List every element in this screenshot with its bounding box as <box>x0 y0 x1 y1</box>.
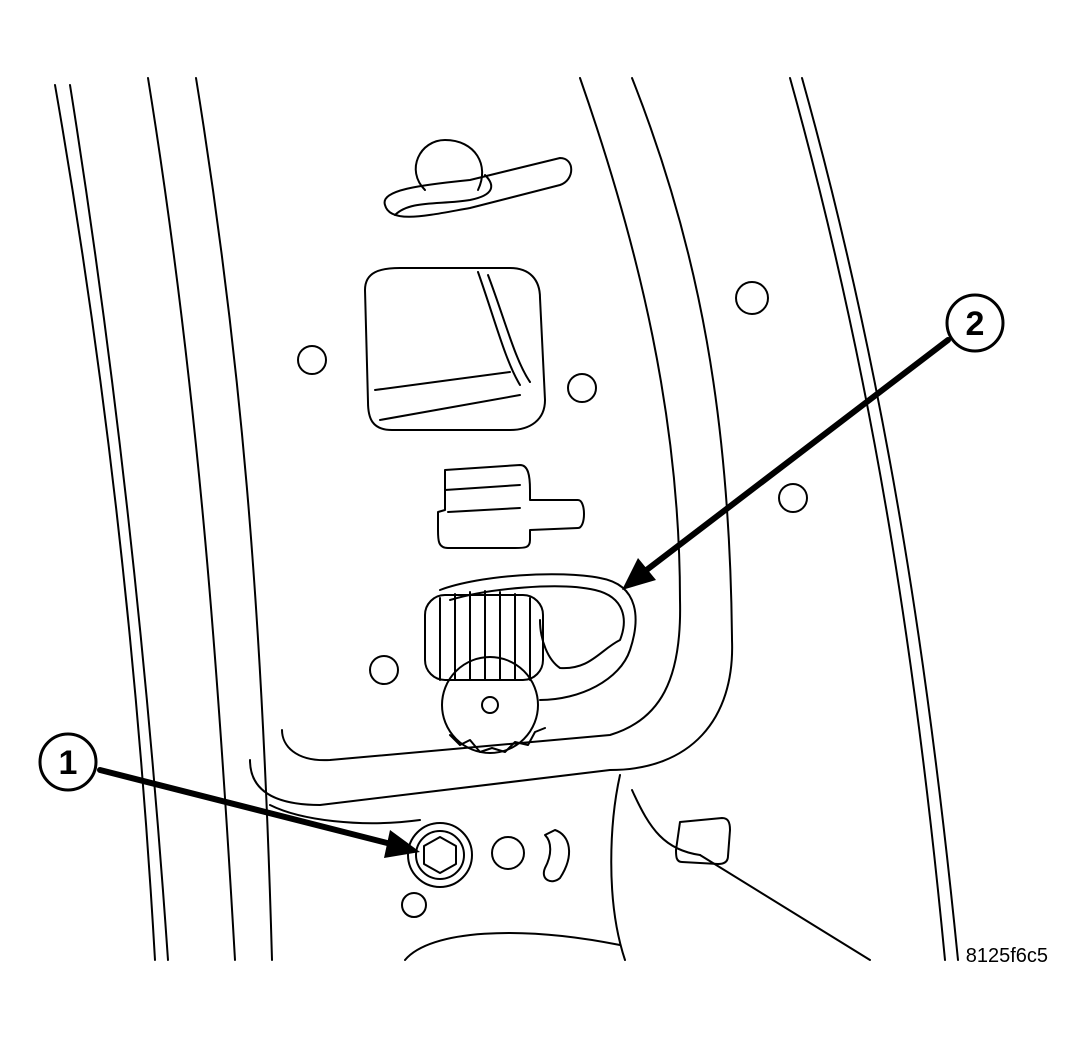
arrowhead-2 <box>622 558 656 590</box>
callout-1-label: 1 <box>59 744 78 782</box>
latch-hook <box>383 139 573 218</box>
clip-tab <box>437 464 585 549</box>
callout-2-label: 2 <box>966 305 985 343</box>
arrowhead-1 <box>384 830 420 858</box>
door-frame-lines <box>54 77 959 961</box>
callout-2: 2 <box>945 293 1005 353</box>
slot-feature <box>542 829 570 883</box>
square-opening <box>364 267 546 431</box>
gear-knob <box>424 573 637 754</box>
callout-1: 1 <box>38 732 98 792</box>
figure-code: 8125f6c5 <box>966 945 1048 967</box>
mounting-holes <box>297 281 808 918</box>
leader-arrows <box>97 337 951 848</box>
bolt <box>407 822 473 888</box>
square-pad <box>675 817 731 865</box>
